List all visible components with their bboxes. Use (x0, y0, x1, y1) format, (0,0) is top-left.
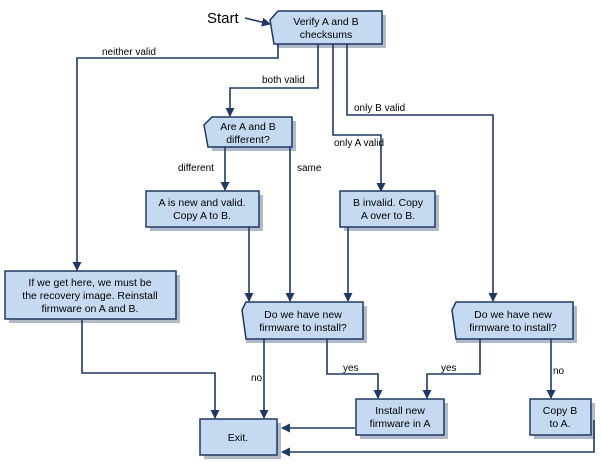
node-different-question: Are A and B different? (203, 116, 296, 151)
node-exit: Exit. (199, 418, 281, 459)
node-exit-label: Exit. (228, 432, 248, 444)
node-install-line-1: Install new (375, 405, 425, 417)
edge-label-only-a-valid: only A valid (334, 138, 384, 149)
node-different-line-2: different? (226, 134, 270, 146)
edge-recovery-to-exit (81, 320, 220, 419)
node-copy-b: Copy B to A. (529, 398, 595, 439)
edge-label-only-b-valid: only B valid (354, 103, 405, 114)
node-a-new-line-2: Copy A to B. (173, 210, 231, 222)
edge-label-no-1: no (251, 373, 263, 384)
edge-copy-b-to-exit (281, 420, 595, 457)
node-q1-line-1: Do we have new (264, 309, 342, 321)
edge-neither-valid (72, 43, 279, 271)
edge-label-yes-1: yes (343, 363, 359, 374)
node-a-new: A is new and valid. Copy A to B. (145, 190, 263, 231)
node-new-firmware-question-2: Do we have new firmware to install? (451, 301, 577, 343)
node-b-invalid-line-1: B invalid. Copy (353, 197, 424, 209)
node-q2-line-2: firmware to install? (469, 322, 557, 334)
edge-label-yes-2: yes (441, 363, 457, 374)
node-a-new-line-1: A is new and valid. (159, 197, 246, 209)
node-verify-line-2: checksums (300, 29, 353, 41)
edge-label-both-valid: both valid (262, 75, 305, 86)
node-new-firmware-question-1: Do we have new firmware to install? (241, 301, 367, 343)
node-b-invalid-line-2: A over to B. (361, 210, 415, 222)
node-different-line-1: Are A and B (220, 121, 275, 133)
node-recovery-line-1: If we get here, we must be (28, 277, 151, 289)
node-recovery-line-3: firmware on A and B. (42, 303, 139, 315)
edge-label-neither-valid: neither valid (102, 47, 156, 58)
node-verify: Verify A and B checksums (269, 10, 386, 48)
edge-label-no-2: no (553, 366, 565, 377)
edge-yes-2 (422, 339, 481, 399)
node-recovery-line-2: the recovery image. Reinstall (22, 290, 157, 302)
edge-yes-1 (326, 339, 383, 399)
edge-only-a-valid (332, 43, 386, 192)
node-copy-b-line-1: Copy B (543, 405, 577, 417)
start-label: Start (207, 10, 240, 27)
edge-only-b-valid (346, 43, 498, 302)
node-q1-line-2: firmware to install? (259, 322, 347, 334)
node-install: Install new firmware in A (355, 398, 448, 439)
node-b-invalid: B invalid. Copy A over to B. (339, 190, 439, 231)
node-copy-b-line-2: to A. (549, 418, 570, 430)
node-install-line-2: firmware in A (370, 418, 431, 430)
node-verify-line-1: Verify A and B (293, 16, 358, 28)
node-q2-line-1: Do we have new (474, 309, 552, 321)
edge-label-same: same (297, 163, 322, 174)
edge-label-different: different (178, 163, 214, 174)
node-recovery: If we get here, we must be the recovery … (4, 270, 180, 323)
edge-start-to-verify (244, 17, 271, 27)
edge-both-valid (225, 43, 319, 117)
